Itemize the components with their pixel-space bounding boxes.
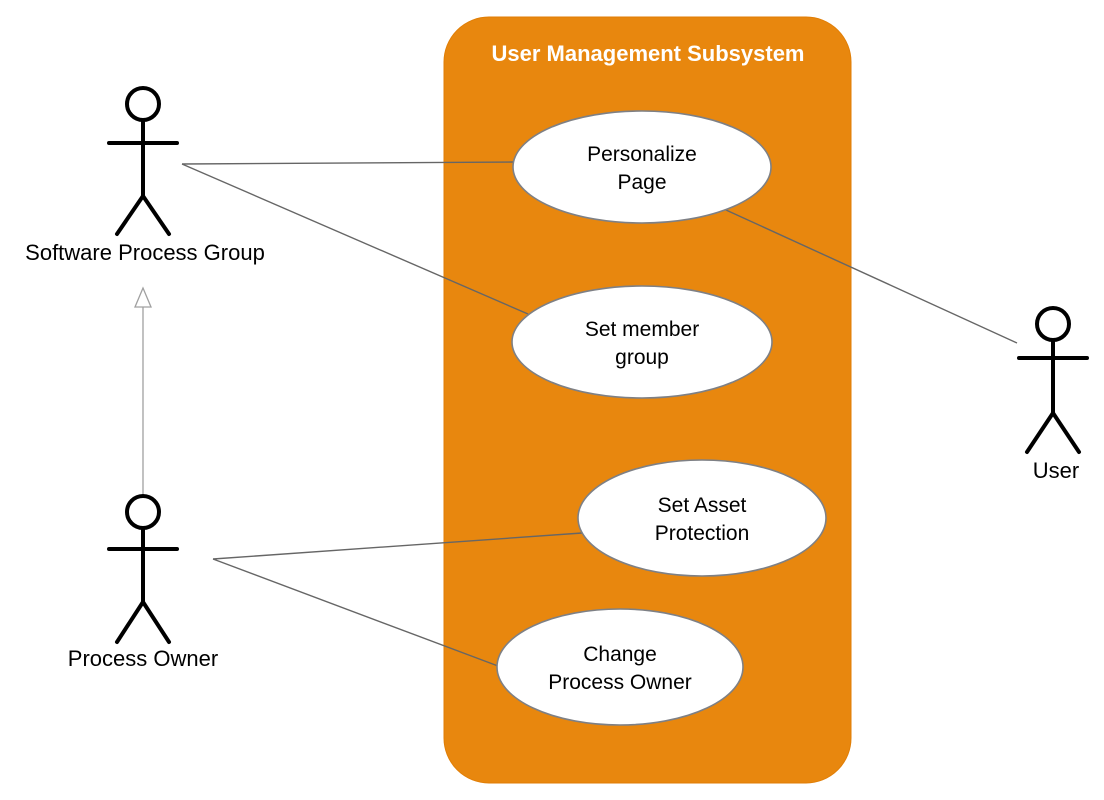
subsystem-boundary: User Management Subsystem xyxy=(443,16,852,784)
actor-leg-left-icon xyxy=(115,194,145,236)
actor-process-owner: Process Owner xyxy=(68,494,218,671)
usecase-label-line2: Page xyxy=(617,171,666,194)
usecase-label-line2: Protection xyxy=(655,522,750,545)
actor-leg-right-icon xyxy=(141,600,171,644)
actor-leg-left-icon xyxy=(115,600,145,644)
association-po-change-process-owner xyxy=(212,558,499,667)
actor-head-icon xyxy=(125,494,161,530)
actor-label-user: User xyxy=(1033,458,1079,483)
usecase-label-line1: Set member xyxy=(585,318,699,341)
usecase-label-line2: Process Owner xyxy=(548,671,692,694)
actor-software-process-group: Software Process Group xyxy=(25,86,265,265)
association-spg-set-member-group xyxy=(181,163,529,315)
generalization-arrowhead-icon xyxy=(134,286,152,308)
actor-leg-right-icon xyxy=(141,194,171,236)
usecase-label-line1: Personalize xyxy=(587,143,697,166)
actor-label-software-process-group: Software Process Group xyxy=(25,240,265,265)
actor-user: User xyxy=(1017,306,1089,483)
usecase-change-process-owner: Change Process Owner xyxy=(496,608,744,726)
usecase-ellipse xyxy=(512,110,772,224)
usecase-label-line2: group xyxy=(615,346,669,369)
actor-leg-left-icon xyxy=(1025,411,1055,454)
actor-head-icon xyxy=(1035,306,1071,342)
generalization-po-to-spg xyxy=(134,286,152,494)
actor-leg-right-icon xyxy=(1051,411,1081,454)
usecase-label-line1: Set Asset xyxy=(658,494,747,517)
usecase-label-line1: Change xyxy=(583,643,657,666)
association-user-personalize-page xyxy=(725,209,1018,344)
usecase-ellipse xyxy=(496,608,744,726)
association-spg-personalize-page xyxy=(181,161,514,165)
usecase-set-member-group: Set member group xyxy=(511,285,773,399)
usecase-ellipse xyxy=(577,459,827,577)
actor-head-icon xyxy=(125,86,161,122)
subsystem-title: User Management Subsystem xyxy=(492,41,805,66)
subsystem-rect xyxy=(443,16,852,784)
usecase-set-asset-protection: Set Asset Protection xyxy=(577,459,827,577)
actor-label-process-owner: Process Owner xyxy=(68,646,218,671)
usecase-personalize-page: Personalize Page xyxy=(512,110,772,224)
usecase-ellipse xyxy=(511,285,773,399)
association-po-set-asset-protection xyxy=(212,532,583,560)
